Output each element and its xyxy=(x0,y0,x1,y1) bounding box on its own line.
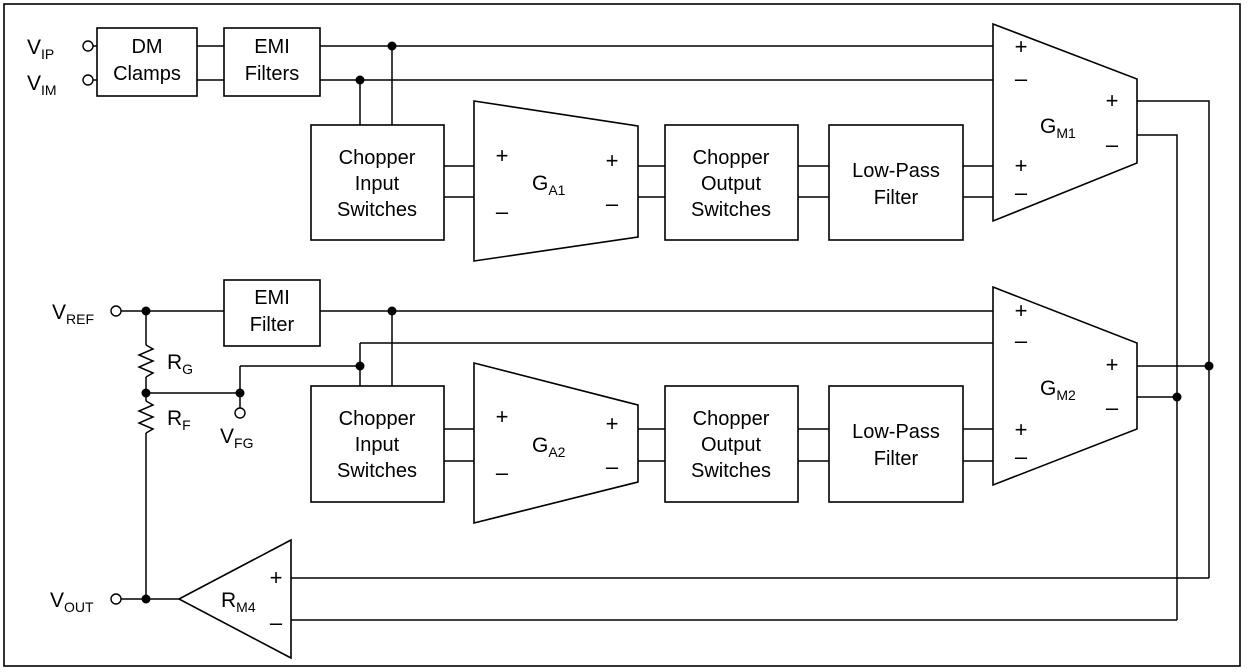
svg-text:RF: RF xyxy=(167,407,191,433)
svg-text:EMI: EMI xyxy=(254,36,290,58)
pin-vref: VREF xyxy=(52,301,122,327)
svg-text:–: – xyxy=(1015,444,1028,469)
svg-text:GA1: GA1 xyxy=(532,172,566,198)
svg-text:VOUT: VOUT xyxy=(50,589,94,615)
svg-text:–: – xyxy=(496,460,509,485)
svg-text:Filter: Filter xyxy=(874,187,919,209)
svg-text:RM4: RM4 xyxy=(221,589,256,615)
svg-text:Switches: Switches xyxy=(691,199,771,221)
amplifier-gm1: + – + – + – GM1 xyxy=(992,22,1138,223)
svg-text:Filter: Filter xyxy=(250,314,295,336)
chopper-output-switches-1: Chopper Output Switches xyxy=(664,124,799,241)
emi-filters-block: EMI Filters xyxy=(223,27,321,97)
svg-text:RG: RG xyxy=(167,351,193,377)
svg-text:Filter: Filter xyxy=(874,448,919,470)
svg-text:–: – xyxy=(1106,395,1119,420)
svg-text:+: + xyxy=(1106,88,1119,113)
svg-text:Chopper: Chopper xyxy=(339,147,416,169)
svg-text:–: – xyxy=(1015,180,1028,205)
svg-text:EMI: EMI xyxy=(254,287,290,309)
svg-text:VIP: VIP xyxy=(27,36,54,62)
svg-text:Filters: Filters xyxy=(245,63,299,85)
svg-text:Clamps: Clamps xyxy=(113,63,181,85)
svg-text:–: – xyxy=(270,610,283,635)
svg-text:+: + xyxy=(1015,34,1028,59)
svg-text:+: + xyxy=(1015,298,1028,323)
svg-text:Switches: Switches xyxy=(691,460,771,482)
svg-text:VREF: VREF xyxy=(52,301,94,327)
svg-text:+: + xyxy=(496,404,509,429)
pin-vfg: VFG xyxy=(220,407,253,451)
amplifier-ga1: + – + – GA1 xyxy=(473,100,639,262)
svg-text:Chopper: Chopper xyxy=(693,408,770,430)
diagram-frame xyxy=(3,3,1241,667)
pin-vout: VOUT xyxy=(50,589,122,615)
svg-text:Chopper: Chopper xyxy=(339,408,416,430)
svg-text:Output: Output xyxy=(701,173,761,195)
resistor-rf: RF xyxy=(137,400,191,434)
svg-text:Input: Input xyxy=(355,173,400,195)
chopper-input-switches-2: Chopper Input Switches xyxy=(310,385,445,503)
svg-text:VFG: VFG xyxy=(220,425,253,451)
svg-text:+: + xyxy=(1015,153,1028,178)
resistor-rg: RG xyxy=(137,344,193,378)
svg-text:Switches: Switches xyxy=(337,460,417,482)
amplifier-gm2: + – + – + – GM2 xyxy=(992,285,1138,487)
svg-text:VIM: VIM xyxy=(27,72,57,98)
svg-text:Input: Input xyxy=(355,434,400,456)
svg-text:Switches: Switches xyxy=(337,199,417,221)
low-pass-filter-2: Low-Pass Filter xyxy=(828,385,964,503)
emi-filter-block: EMI Filter xyxy=(223,279,321,347)
svg-text:+: + xyxy=(270,565,283,590)
svg-text:DM: DM xyxy=(131,36,162,58)
svg-text:Output: Output xyxy=(701,434,761,456)
svg-text:+: + xyxy=(606,148,619,173)
svg-text:–: – xyxy=(496,199,509,224)
svg-text:+: + xyxy=(1015,417,1028,442)
svg-text:–: – xyxy=(606,454,619,479)
svg-text:Low-Pass: Low-Pass xyxy=(852,160,940,182)
pin-vip: VIP xyxy=(27,36,94,62)
junctions xyxy=(141,41,1214,604)
svg-text:–: – xyxy=(1106,132,1119,157)
dm-clamps-block: DM Clamps xyxy=(96,27,198,97)
low-pass-filter-1: Low-Pass Filter xyxy=(828,124,964,241)
svg-text:GM1: GM1 xyxy=(1040,115,1076,141)
svg-text:Chopper: Chopper xyxy=(693,147,770,169)
svg-text:GM2: GM2 xyxy=(1040,377,1076,403)
amplifier-rm4: + – RM4 xyxy=(177,538,292,660)
chopper-input-switches-1: Chopper Input Switches xyxy=(310,124,445,241)
svg-text:+: + xyxy=(606,411,619,436)
svg-text:+: + xyxy=(1106,352,1119,377)
pin-vim: VIM xyxy=(27,72,94,98)
svg-text:–: – xyxy=(1015,328,1028,353)
amplifier-ga2: + – + – GA2 xyxy=(473,361,639,525)
svg-text:GA2: GA2 xyxy=(532,434,566,460)
svg-text:+: + xyxy=(496,143,509,168)
svg-text:Low-Pass: Low-Pass xyxy=(852,421,940,443)
svg-text:–: – xyxy=(606,191,619,216)
chopper-output-switches-2: Chopper Output Switches xyxy=(664,385,799,503)
svg-text:–: – xyxy=(1015,66,1028,91)
